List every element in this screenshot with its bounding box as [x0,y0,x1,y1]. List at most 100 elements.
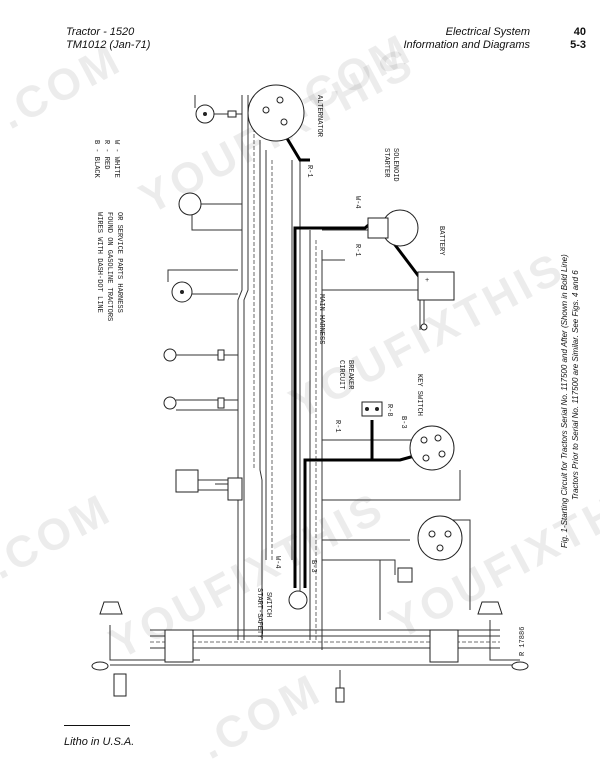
junction-block-left [164,629,194,663]
starter-label: STARTER [382,148,390,178]
alternator-terminal [280,118,288,126]
light-socket [163,348,177,362]
legend-red: R - RED [102,140,110,169]
header-right: Electrical System Information and Diagra… [403,26,530,52]
harness-trunk-wire [237,95,243,640]
footer-text: Litho in U.S.A. [64,736,135,748]
lights-left [163,348,225,410]
breaker-label-1: CIRCUIT [337,360,345,389]
alternator: ALTERNATOR [247,84,323,142]
breaker-terminal [365,407,369,411]
alternator-body [247,84,305,142]
gauge-terminal [180,290,184,294]
breaker-terminal [375,407,379,411]
watermark: .COM [0,34,130,139]
wire-label-r1: R-1 [305,165,313,178]
legend-black: B - BLACK [92,140,100,179]
branch-wire [167,269,238,282]
battery-positive: + [425,277,429,285]
alternator-label: ALTERNATOR [315,95,323,138]
safety-switch-body [288,590,308,610]
sender-terminal [203,112,207,116]
note-line: OR SERVICE PARTS HARNESS [115,212,123,313]
light-switch [417,515,463,561]
start-safety-label-2: SWITCH [264,592,272,617]
regulator-body [175,469,199,493]
wire-label-r8: R-8 [385,404,393,417]
harness-trunk-wire [243,95,249,640]
light-socket [163,396,177,410]
page-number-secondary: 5-3 [570,39,586,51]
page-number: 40 5-3 [570,26,586,52]
circuit-breaker: CIRCUIT BREAKER [337,360,383,417]
branch-wire [322,470,461,501]
key-switch-terminal [422,454,430,462]
rear-light-left [99,601,123,615]
header-title: Tractor - 1520 [66,26,135,38]
color-legend: B - BLACK R - RED W - WHITE [92,140,120,179]
start-circuit-wire [303,453,419,588]
gauge-left [171,192,202,303]
wire-label-r1: R-1 [333,420,341,433]
start-safety-switch: START-SAFETY SWITCH [255,588,308,639]
footer-rule [64,725,130,726]
key-switch-label: KEY SWITCH [415,374,423,416]
note-line: WIRES WITH DASH-DOT LINE [95,212,103,313]
header-left: Tractor - 1520 TM1012 (Jan-71) [66,26,150,52]
branch-wire [191,212,242,231]
alternator-terminal [262,106,270,114]
bottom-components [91,567,529,703]
gauge-body [178,192,202,216]
key-switch-terminal [434,434,442,442]
figure-reference: R 17886 [519,627,527,656]
bulb [511,661,529,671]
light-switch-terminal [428,530,436,538]
note-line: FOUND ON GASOLINE TRACTORS [105,212,113,321]
harness-note: WIRES WITH DASH-DOT LINE FOUND ON GASOLI… [95,212,123,321]
key-switch: KEY SWITCH [409,374,455,471]
connector [227,110,237,118]
page-number-primary: 40 [573,26,586,38]
key-switch-terminal [438,450,446,458]
breaker-label-2: BREAKER [346,360,354,390]
wire-labels: R-1 W-4 R-1 R-1 R-8 B-3 W-4 B-3 MAIN HAR… [273,165,407,573]
light-switch-body [417,515,463,561]
relay-block [397,567,413,583]
key-switch-terminal [420,436,428,444]
watermark: .COM [0,484,120,589]
caption-line-1: Fig. 1-Starting Circuit for Tractors Ser… [560,254,569,548]
wire-label-r1: R-1 [353,244,361,257]
battery-body [417,271,455,301]
trailer-connector [113,673,127,697]
alternator-lead [283,134,310,162]
harness-trunk-wire [259,140,263,640]
ground-terminal [420,323,428,331]
header-subsection: Information and Diagrams [403,39,530,51]
main-harness-label: MAIN HARNESS [317,294,325,344]
figure-caption: Fig. 1-Starting Circuit for Tractors Ser… [560,254,580,548]
start-safety-label-1: START-SAFETY [255,588,263,639]
light-switch-terminal [444,530,452,538]
wire-label-b3: B-3 [309,560,317,573]
watermark: .COM [192,664,331,769]
wire-label-w4: W-4 [353,196,361,209]
caption-line-2: Tractors Prior to Serial No. 117500 are … [571,270,580,500]
watermark: YOUFIXTHIS [102,483,393,669]
solenoid-label: SOLENOID [391,148,399,182]
regulator [175,469,243,501]
connector [217,397,225,409]
wire-label-w4: W-4 [273,556,281,569]
starter-solenoid: STARTER SOLENOID [367,148,419,247]
header-section: Electrical System [445,26,530,38]
battery: + BATTERY [417,226,455,331]
rear-light-right [477,601,503,615]
breaker-body [361,401,383,417]
regulator-connector [227,477,243,501]
alternator-terminal [276,96,284,104]
battery-label: BATTERY [437,226,445,256]
key-switch-body [409,425,455,471]
solenoid-terminal-block [367,217,389,239]
sender-top [195,104,237,124]
branch-wire [489,620,520,661]
